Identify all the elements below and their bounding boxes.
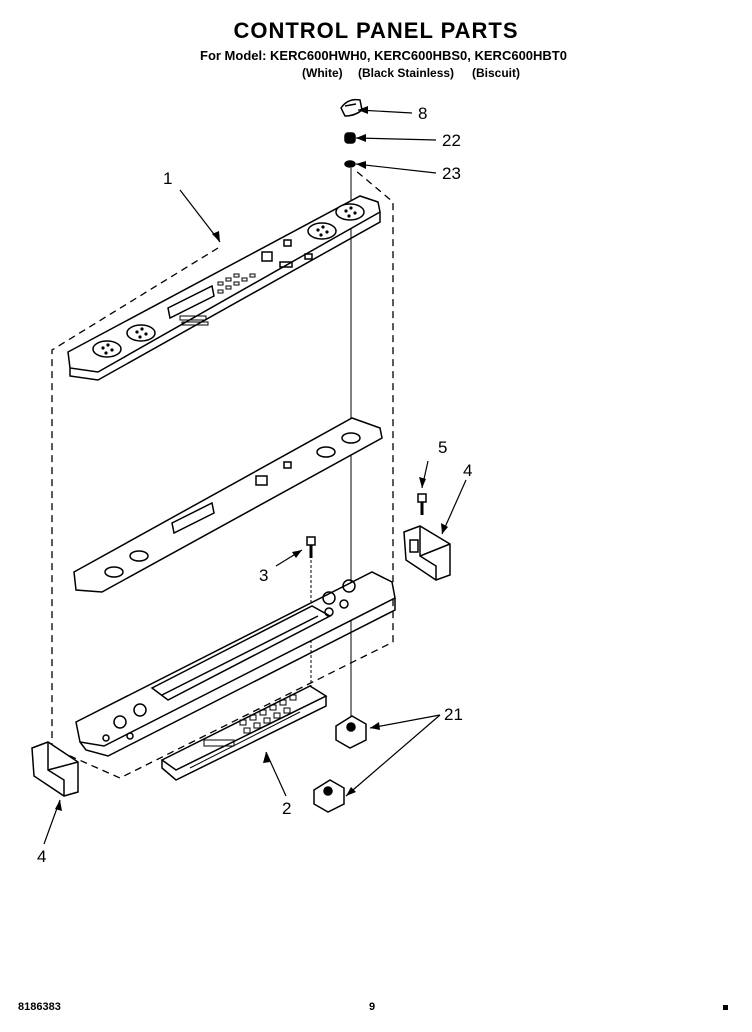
model-list: For Model: KERC600HWH0, KERC600HBS0, KER… <box>200 48 567 63</box>
part-5-screw <box>417 493 427 515</box>
finish-black-stainless: (Black Stainless) <box>358 66 455 80</box>
document-number: 8186383 <box>18 1001 61 1013</box>
corner-mark <box>723 1005 728 1010</box>
callout-22: 22 <box>442 131 461 150</box>
arrowheads <box>55 106 448 811</box>
assembly-outline <box>51 169 394 779</box>
callout-21: 21 <box>444 705 463 724</box>
part-2-control-board <box>160 685 328 781</box>
callout-23: 23 <box>442 164 461 183</box>
part-3-screw <box>306 536 316 558</box>
page-title: CONTROL PANEL PARTS <box>233 18 519 43</box>
part-23-washer <box>344 160 356 168</box>
part-21-switch-lower <box>313 779 345 813</box>
callout-4-left: 4 <box>37 847 47 866</box>
callout-8: 8 <box>418 104 428 123</box>
page-number: 9 <box>369 1001 376 1013</box>
console-housing <box>75 571 396 757</box>
part-8-knob-cap <box>340 98 363 117</box>
callout-2: 2 <box>282 799 292 818</box>
callout-5: 5 <box>438 438 448 457</box>
part-22-spring <box>344 132 356 144</box>
finish-white: (White) <box>302 66 343 80</box>
part-21-switch-upper <box>335 715 367 749</box>
callout-4-right: 4 <box>463 461 473 480</box>
part-4-left-end-cap <box>31 741 79 797</box>
part-4-right-end-cap <box>403 525 451 581</box>
part-1-overlay-panel <box>67 195 381 381</box>
insulator-panel <box>73 417 383 593</box>
finish-biscuit: (Biscuit) <box>472 66 520 80</box>
callout-1: 1 <box>163 169 173 188</box>
callout-3: 3 <box>259 566 269 585</box>
